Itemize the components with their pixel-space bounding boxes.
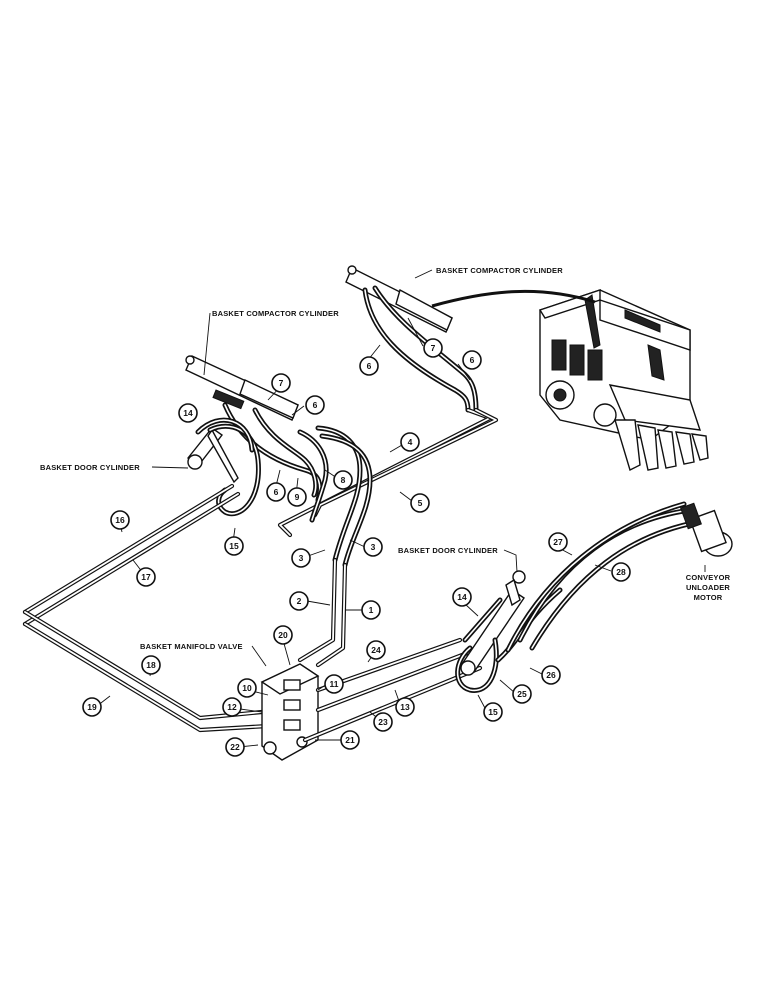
callout-6: 6 [305,395,325,415]
callout-18: 18 [141,655,161,675]
svg-text:28: 28 [616,567,626,577]
svg-text:5: 5 [418,498,423,508]
callout-1: 1 [361,600,381,620]
svg-text:23: 23 [378,717,388,727]
callout-23: 23 [373,712,393,732]
callout-26: 26 [541,665,561,685]
callout-16: 16 [110,510,130,530]
label-manifold-valve: BASKET MANIFOLD VALVE [140,642,267,667]
svg-text:BASKET DOOR CYLINDER: BASKET DOOR CYLINDER [40,463,140,472]
callout-3: 3 [363,537,383,557]
label-door-left: BASKET DOOR CYLINDER [40,463,189,472]
svg-text:12: 12 [227,702,237,712]
svg-text:17: 17 [141,572,151,582]
hose-26 [505,501,687,653]
callout-12: 12 [222,697,242,717]
callout-5: 5 [410,493,430,513]
label-compactor-right: BASKET COMPACTOR CYLINDER [414,266,563,279]
callout-8: 8 [333,470,353,490]
svg-text:BASKET COMPACTOR CYLINDER: BASKET COMPACTOR CYLINDER [212,309,339,318]
svg-text:18: 18 [146,660,156,670]
callout-27: 27 [548,532,568,552]
cotton-picker-machine [538,289,709,471]
callout-28: 28 [611,562,631,582]
label-compactor-left: BASKET COMPACTOR CYLINDER [203,309,339,376]
callout-17: 17 [136,567,156,587]
svg-text:UNLOADER: UNLOADER [686,583,730,592]
door-cylinder-right [460,570,526,676]
svg-text:BASKET MANIFOLD VALVE: BASKET MANIFOLD VALVE [140,642,243,651]
callout-20: 20 [273,625,293,645]
svg-text:4: 4 [408,437,413,447]
svg-text:6: 6 [470,355,475,365]
svg-text:8: 8 [341,475,346,485]
svg-text:21: 21 [345,735,355,745]
svg-text:3: 3 [299,553,304,563]
svg-text:BASKET COMPACTOR CYLINDER: BASKET COMPACTOR CYLINDER [436,266,563,275]
svg-text:BASKET DOOR CYLINDER: BASKET DOOR CYLINDER [398,546,498,555]
callout-9: 9 [287,487,307,507]
callout-11: 11 [324,674,344,694]
callout-7: 7 [423,338,443,358]
callout-4: 4 [400,432,420,452]
svg-text:1: 1 [369,605,374,615]
svg-text:7: 7 [279,378,284,388]
callout-22: 22 [225,737,245,757]
svg-text:10: 10 [242,683,252,693]
svg-text:2: 2 [297,596,302,606]
svg-text:6: 6 [274,487,279,497]
svg-text:MOTOR: MOTOR [694,593,723,602]
tube-2 [297,557,338,663]
svg-text:6: 6 [313,400,318,410]
conveyor-unloader-motor [680,502,733,557]
callout-10: 10 [237,678,257,698]
callout-3: 3 [291,548,311,568]
svg-text:15: 15 [229,541,239,551]
callout-15: 15 [483,702,503,722]
callout-6: 6 [266,482,286,502]
callout-7: 7 [271,373,291,393]
svg-text:6: 6 [367,361,372,371]
svg-text:20: 20 [278,630,288,640]
svg-text:CONVEYOR: CONVEYOR [686,573,731,582]
basket-manifold-valve [260,663,320,761]
svg-text:15: 15 [488,707,498,717]
callout-19: 19 [82,697,102,717]
svg-text:14: 14 [457,592,467,602]
callout-6: 6 [462,350,482,370]
svg-text:9: 9 [295,492,300,502]
svg-text:22: 22 [230,742,240,752]
svg-text:16: 16 [115,515,125,525]
callout-24: 24 [366,640,386,660]
callout-25: 25 [512,684,532,704]
label-conveyor-motor: CONVEYOR UNLOADER MOTOR [686,565,731,602]
svg-text:13: 13 [400,702,410,712]
svg-text:14: 14 [183,408,193,418]
callout-2: 2 [289,591,309,611]
machine-leader-line [431,289,596,308]
label-door-right: BASKET DOOR CYLINDER [398,546,518,573]
compactor-cylinder-left [185,355,299,421]
svg-text:7: 7 [431,343,436,353]
callout-15: 15 [224,536,244,556]
svg-text:11: 11 [330,679,339,689]
svg-text:27: 27 [553,537,563,547]
svg-text:25: 25 [517,689,527,699]
callout-6: 6 [359,356,379,376]
svg-text:24: 24 [371,645,381,655]
svg-text:26: 26 [546,670,556,680]
tube-5 [312,407,499,518]
compactor-cylinder-right [345,265,453,333]
svg-text:19: 19 [87,702,97,712]
callout-14: 14 [452,587,472,607]
callout-14: 14 [178,403,198,423]
svg-text:3: 3 [371,542,376,552]
callout-13: 13 [395,697,415,717]
callout-21: 21 [340,730,360,750]
door-cylinder-left [187,427,239,484]
